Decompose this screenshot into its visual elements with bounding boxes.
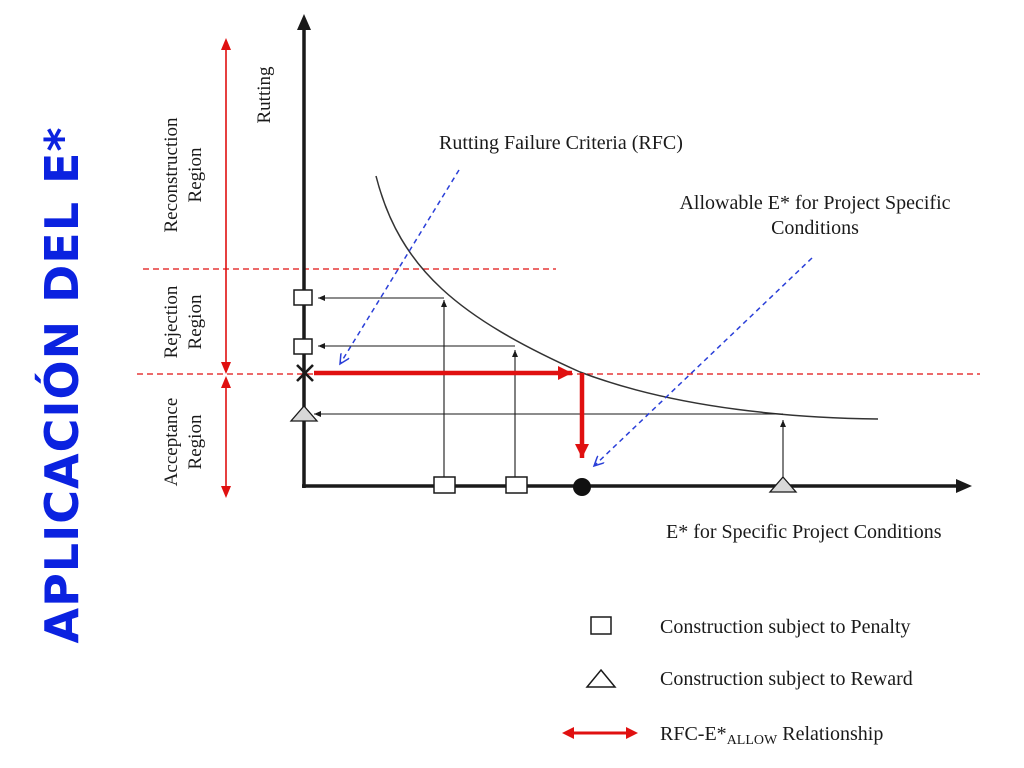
x-axis-penalty-square-2 bbox=[505, 476, 528, 494]
legend-reward-triangle bbox=[585, 668, 617, 688]
allowable-callout-line2: Conditions bbox=[771, 217, 859, 239]
region-extent-arrows bbox=[221, 38, 231, 498]
legend-penalty-square bbox=[590, 616, 612, 635]
reconstruction-region-label: Reconstruction Region bbox=[161, 117, 206, 233]
svg-text:Region: Region bbox=[185, 294, 206, 349]
rfc-eallow-relationship bbox=[314, 366, 589, 458]
y-axis-penalty-square-upper bbox=[293, 289, 313, 306]
legend-double-red-arrow bbox=[562, 727, 638, 739]
svg-text:Reconstruction: Reconstruction bbox=[161, 117, 182, 233]
y-axis-penalty-square-lower bbox=[293, 338, 313, 355]
y-axis-reward-triangle bbox=[289, 405, 319, 422]
allowable-callout-line1: Allowable E* for Project Specific bbox=[679, 192, 950, 214]
x-axis-reward-triangle bbox=[768, 476, 798, 493]
x-axis-penalty-square-1 bbox=[433, 476, 456, 494]
y-axis-x-mark bbox=[296, 364, 314, 382]
acceptance-region-label: Acceptance Region bbox=[161, 398, 206, 487]
rejection-region-label: Rejection Region bbox=[161, 285, 206, 358]
svg-text:Acceptance: Acceptance bbox=[161, 398, 182, 487]
x-axis-allowable-point bbox=[573, 478, 591, 496]
svg-text:Rejection: Rejection bbox=[161, 285, 182, 358]
y-axis-label: Rutting bbox=[254, 66, 275, 124]
rfc-callout-arrow bbox=[340, 169, 460, 364]
rfc-callout-label: Rutting Failure Criteria (RFC) bbox=[439, 132, 683, 154]
rfc-curve bbox=[375, 175, 879, 420]
legend-reward-label: Construction subject to Reward bbox=[660, 668, 913, 690]
projection-arrows bbox=[314, 295, 786, 478]
axes bbox=[297, 14, 972, 493]
legend-penalty-label: Construction subject to Penalty bbox=[660, 616, 911, 638]
svg-text:Region: Region bbox=[185, 147, 206, 202]
svg-text:Region: Region bbox=[185, 414, 206, 469]
legend-relationship-label: RFC-E*ALLOW Relationship bbox=[660, 723, 883, 748]
x-axis-label: E* for Specific Project Conditions bbox=[666, 521, 942, 543]
legend: Construction subject to Penalty Construc… bbox=[562, 616, 913, 748]
allowable-callout-arrow bbox=[594, 257, 813, 466]
